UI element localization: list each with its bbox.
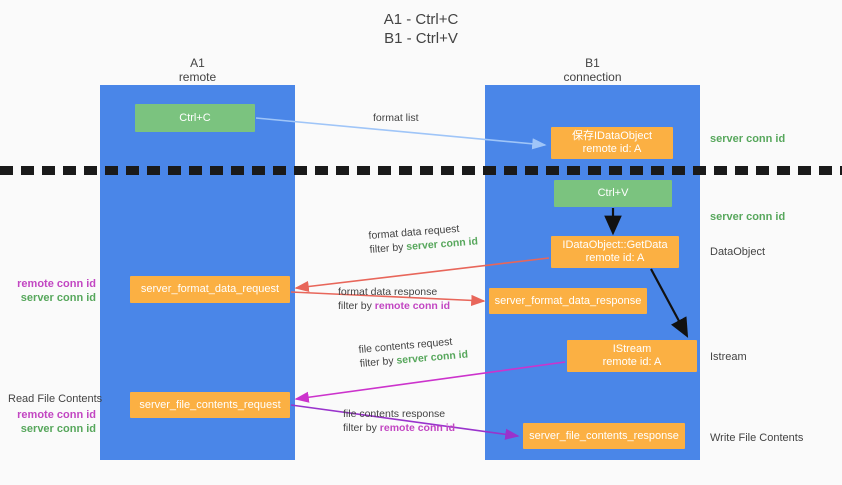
column-header-a1-name: A1	[190, 56, 205, 70]
right-label-server-conn-id-top: server conn id	[710, 132, 785, 146]
node-istream-line-2: remote id: A	[602, 356, 662, 368]
node-server-format-data-request[interactable]: server_format_data_request	[130, 276, 290, 303]
filter-key-remote-conn-id: remote conn id	[379, 422, 456, 434]
node-save-idataobject-line-1: 保存IDataObject	[571, 130, 653, 142]
title-line-1: A1 - Ctrl+C	[383, 11, 459, 28]
column-header-b1-sub: connection	[563, 70, 622, 84]
left-label-remote-conn-id-1: remote conn id	[17, 278, 96, 290]
edge-label-format-list-line-1: format list	[373, 112, 419, 124]
node-server-file-contents-request[interactable]: server_file_contents_request	[130, 392, 290, 418]
node-ctrl-v[interactable]: Ctrl+V	[554, 180, 672, 207]
arrow-getdata-to-istream	[650, 268, 689, 338]
right-label-write-file-contents-text: Write File Contents	[710, 432, 804, 444]
node-idataobject-getdata-line-2: remote id: A	[585, 252, 645, 264]
left-label-read-file-contents: Read File Contents	[8, 393, 103, 405]
arrow-file-contents-response	[290, 404, 520, 440]
arrow-format-data-request	[294, 257, 550, 293]
node-save-idataobject[interactable]: 保存IDataObject remote id: A	[551, 127, 673, 159]
left-label-remote-conn-id-2: remote conn id	[17, 409, 96, 421]
column-header-b1: B1 connection	[485, 56, 700, 84]
right-label-istream-text: Istream	[710, 351, 747, 363]
filter-prefix: filter by	[338, 300, 375, 312]
column-header-a1-sub: remote	[178, 70, 217, 84]
left-label-conn-ids-format: remote conn id server conn id	[8, 277, 96, 305]
node-ctrl-v-label: Ctrl+V	[597, 187, 629, 199]
column-header-b1-name: B1	[585, 56, 600, 70]
right-label-server-conn-id-top-text: server conn id	[710, 133, 786, 145]
right-label-write-file-contents: Write File Contents	[710, 431, 803, 445]
right-label-dataobject: DataObject	[710, 245, 765, 259]
node-ctrl-c[interactable]: Ctrl+C	[135, 104, 255, 132]
left-label-server-conn-id-2: server conn id	[20, 423, 96, 435]
arrow-format-list	[255, 117, 547, 150]
filter-prefix: filter by	[343, 422, 380, 434]
node-idataobject-getdata[interactable]: IDataObject::GetData remote id: A	[551, 236, 679, 268]
edge-label-format-data-response-line-1: format data response	[338, 286, 438, 298]
node-istream-line-1: IStream	[612, 343, 652, 355]
separator-dashed-line	[0, 166, 842, 175]
right-label-server-conn-id-mid-text: server conn id	[710, 211, 786, 223]
node-idataobject-getdata-line-1: IDataObject::GetData	[562, 239, 668, 251]
edge-label-file-contents-response: file contents response filter by remote …	[343, 407, 455, 435]
edge-label-file-contents-response-filter: filter by remote conn id	[343, 421, 455, 435]
edge-label-format-data-response: format data response filter by remote co…	[338, 285, 450, 313]
node-server-file-contents-request-label: server_file_contents_request	[139, 398, 281, 411]
node-ctrl-c-label: Ctrl+C	[179, 111, 211, 124]
node-server-file-contents-response[interactable]: server_file_contents_response	[523, 423, 685, 449]
right-label-istream: Istream	[710, 350, 747, 364]
right-label-server-conn-id-mid: server conn id	[710, 210, 785, 224]
node-server-format-data-response-label: server_format_data_response	[494, 294, 642, 307]
filter-key-remote-conn-id: remote conn id	[374, 300, 451, 312]
node-server-format-data-request-label: server_format_data_request	[140, 283, 280, 295]
node-server-file-contents-response-label: server_file_contents_response	[529, 429, 679, 442]
edge-label-file-contents-response-line-1: file contents response	[343, 408, 446, 420]
arrow-format-data-response	[290, 291, 486, 306]
filter-prefix: filter by	[359, 354, 397, 370]
column-header-a1: A1 remote	[100, 56, 295, 84]
diagram-title: A1 - Ctrl+C B1 - Ctrl+V	[0, 10, 842, 48]
edge-label-format-list: format list	[373, 111, 419, 125]
arrow-file-contents-request	[294, 361, 566, 403]
edge-label-format-data-response-filter: filter by remote conn id	[338, 299, 450, 313]
left-label-read-file-contents-group: Read File Contents remote conn id server…	[8, 392, 103, 436]
node-istream[interactable]: IStream remote id: A	[567, 340, 697, 372]
node-server-format-data-response[interactable]: server_format_data_response	[489, 288, 647, 314]
right-label-dataobject-text: DataObject	[710, 246, 766, 258]
left-label-server-conn-id-1: server conn id	[20, 292, 96, 304]
node-save-idataobject-line-2: remote id: A	[582, 143, 642, 155]
title-line-2: B1 - Ctrl+V	[384, 30, 458, 47]
filter-prefix: filter by	[369, 241, 407, 256]
